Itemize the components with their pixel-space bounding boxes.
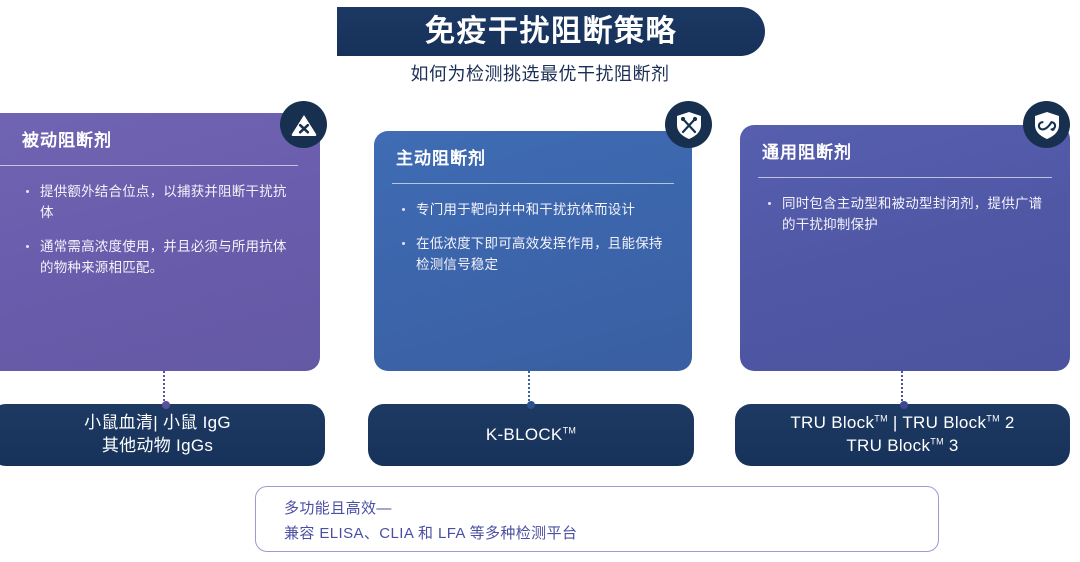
list-item: 提供额外结合位点，以捕获并阻断干扰抗体 [26, 182, 296, 224]
card-bullet-list: 专门用于靶向并中和干扰抗体而设计 在低浓度下即可高效发挥作用，且能保持检测信号稳… [374, 184, 692, 276]
product-pill-passive: 小鼠血清| 小鼠 IgG 其他动物 IgGs [0, 404, 325, 466]
product-line-2: TRU BlockTM 3 [846, 436, 959, 455]
title-banner: 免疫干扰阻断策略 [337, 7, 765, 56]
card-passive-blocker: 被动阻断剂 提供额外结合位点，以捕获并阻断干扰抗体 通常需高浓度使用，并且必须与… [0, 113, 320, 371]
footer-line-1: 多功能且高效— [284, 500, 392, 517]
list-item: 同时包含主动型和被动型封闭剂，提供广谱的干扰抑制保护 [768, 194, 1050, 236]
card-bullet-list: 同时包含主动型和被动型封闭剂，提供广谱的干扰抑制保护 [740, 178, 1070, 236]
card-divider [758, 177, 1052, 179]
product-pill-universal: TRU BlockTM | TRU BlockTM 2 TRU BlockTM … [735, 404, 1070, 466]
connector-dot [527, 401, 535, 409]
connector-line [162, 371, 170, 409]
connector-dot [900, 401, 908, 409]
connector-line [900, 371, 908, 409]
product-line-1: 小鼠血清| 小鼠 IgG [84, 413, 231, 433]
card-title: 主动阻断剂 [396, 149, 486, 168]
infinity-shield-icon [1023, 101, 1070, 148]
footer-note: 多功能且高效— 兼容 ELISA、CLIA 和 LFA 等多种检测平台 [255, 486, 939, 552]
card-active-blocker: 主动阻断剂 专门用于靶向并中和干扰抗体而设计 在低浓度下即可高效发挥作用，且能保… [374, 131, 692, 371]
card-title: 通用阻断剂 [762, 143, 852, 162]
page-title: 免疫干扰阻断策略 [425, 14, 677, 48]
card-bullet-list: 提供额外结合位点，以捕获并阻断干扰抗体 通常需高浓度使用，并且必须与所用抗体的物… [0, 166, 320, 279]
product-line-1: K-BLOCKTM [485, 424, 577, 444]
connector-line [527, 371, 535, 409]
crossed-swords-shield-icon [665, 101, 712, 148]
list-item: 在低浓度下即可高效发挥作用，且能保持检测信号稳定 [402, 234, 672, 276]
page-subtitle: 如何为检测挑选最优干扰阻断剂 [410, 64, 670, 84]
card-universal-blocker: 通用阻断剂 同时包含主动型和被动型封闭剂，提供广谱的干扰抑制保护 [740, 125, 1070, 371]
connector-dot [162, 401, 170, 409]
card-title: 被动阻断剂 [22, 131, 112, 150]
product-line-2: 其他动物 IgGs [101, 436, 214, 455]
list-item: 通常需高浓度使用，并且必须与所用抗体的物种来源相匹配。 [26, 237, 296, 279]
product-pill-active: K-BLOCKTM [368, 404, 694, 466]
list-item: 专门用于靶向并中和干扰抗体而设计 [402, 200, 672, 221]
footer-line-2: 兼容 ELISA、CLIA 和 LFA 等多种检测平台 [284, 524, 578, 542]
card-divider [0, 165, 298, 167]
warning-triangle-shield-icon [280, 101, 327, 148]
card-divider [392, 183, 674, 185]
product-line-1: TRU BlockTM | TRU BlockTM 2 [790, 413, 1015, 433]
